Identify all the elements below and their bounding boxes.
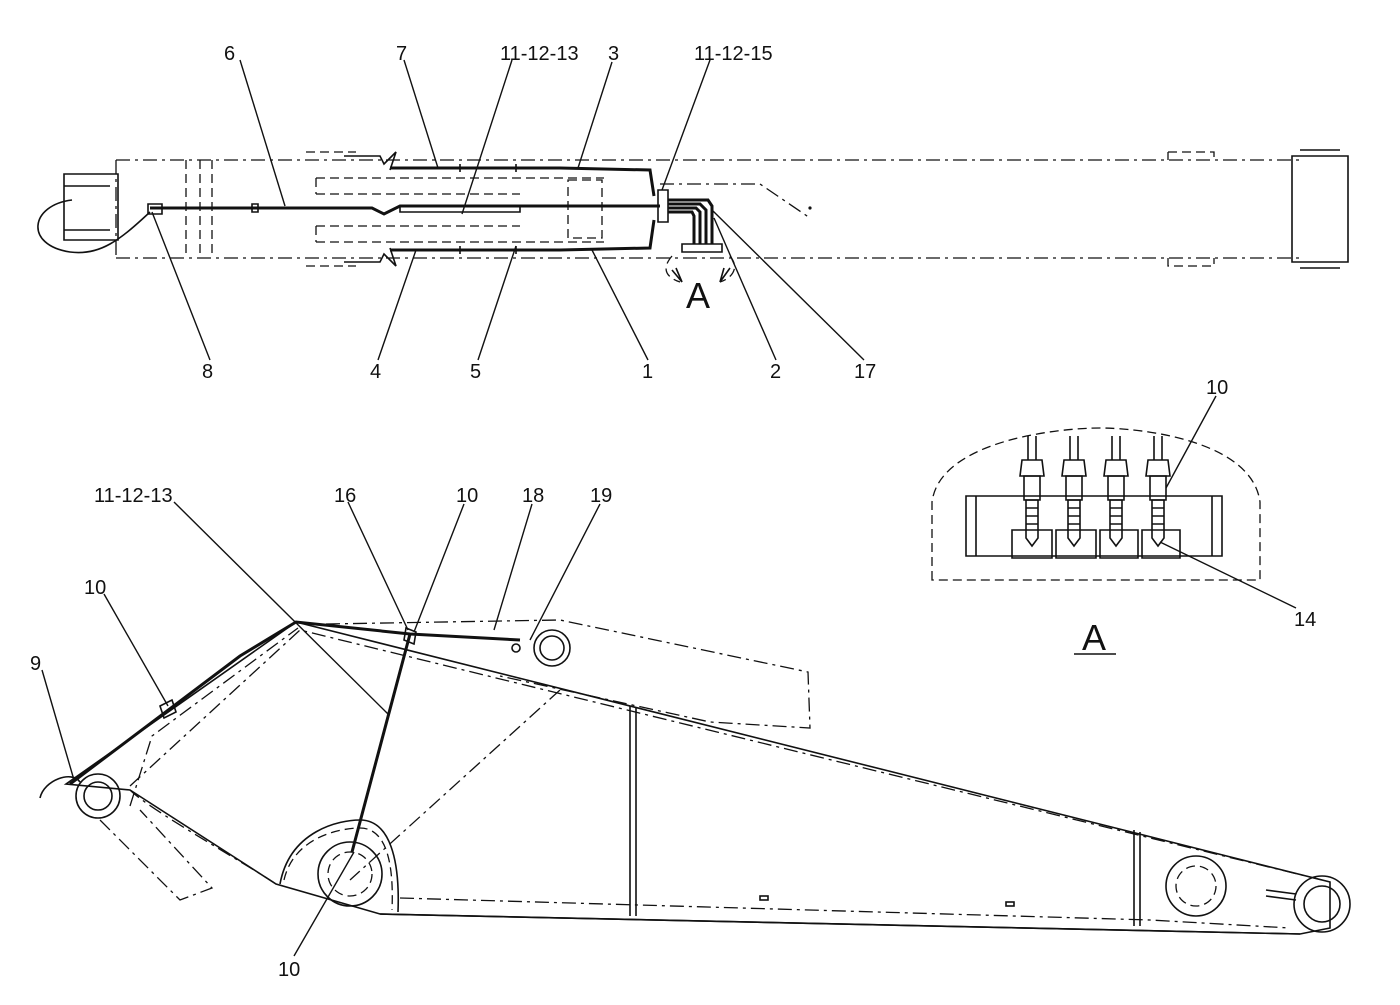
callout-11-12-15: 11-12-15 [694,43,773,65]
callout-6: 6 [224,43,235,65]
callout-2: 2 [770,361,781,383]
view-reference-a: A [686,275,710,316]
callout-7: 7 [396,43,407,65]
callout-5: 5 [470,361,481,383]
side-view-labels: 11-12-13 16 10 18 19 10 9 10 [30,485,612,981]
top-view-leaders [151,59,865,361]
callout-3: 3 [608,43,619,65]
callout-19: 19 [590,485,612,507]
top-view-boom [37,149,1349,283]
callout-1: 1 [642,361,653,383]
detail-a: 10 14 A [931,377,1316,658]
callout-16: 16 [334,485,356,507]
side-view-leaders [41,501,601,957]
callout-10-detail: 10 [1206,377,1228,399]
callout-11-12-13-top: 11-12-13 [500,43,579,65]
top-view-labels: 6 7 11-12-13 3 11-12-15 8 4 5 1 2 17 A [202,43,876,383]
callout-9: 9 [30,653,41,675]
callout-11-12-13-side: 11-12-13 [94,485,173,507]
detail-a-fittings [1011,436,1181,559]
callout-8: 8 [202,361,213,383]
side-view-boom [39,619,1351,935]
callout-17: 17 [854,361,876,383]
detail-a-title: A [1082,617,1106,658]
callout-10-top: 10 [456,485,478,507]
callout-14: 14 [1294,609,1316,631]
callout-18: 18 [522,485,544,507]
callout-10-left: 10 [84,577,106,599]
callout-10-bottom: 10 [278,959,300,981]
callout-4: 4 [370,361,381,383]
